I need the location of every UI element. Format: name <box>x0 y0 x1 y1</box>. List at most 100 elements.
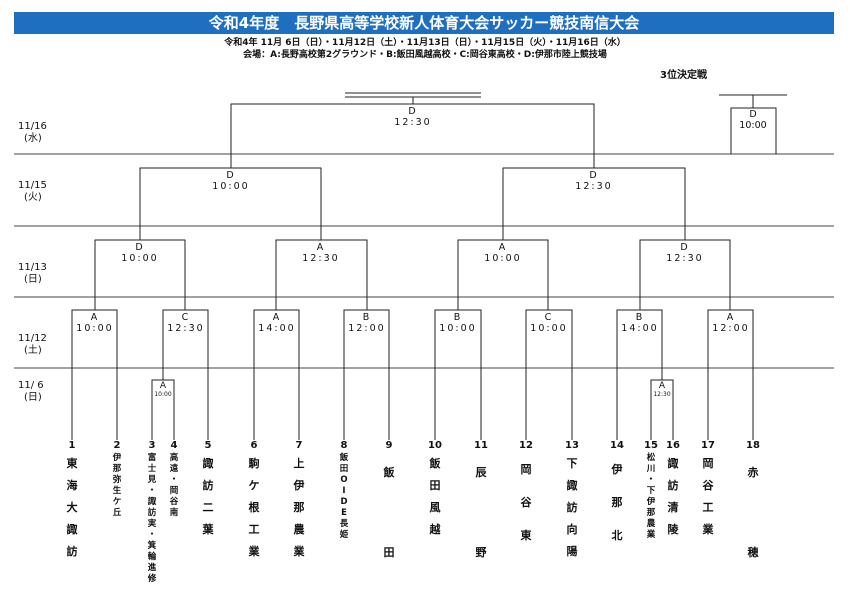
team-seed: 3 <box>148 440 156 451</box>
round-dow: (日) <box>24 392 42 403</box>
round-date: 11/13 <box>18 262 47 273</box>
match-time: 12:30 <box>167 323 205 334</box>
match-r1: B 10:00 <box>428 312 488 334</box>
team-name: 岡谷東 <box>520 463 532 542</box>
semifinal-bracket-left <box>139 167 322 240</box>
round-label-final: 11/16 (水) <box>18 121 47 145</box>
team-seed: 12 <box>519 440 533 451</box>
bracket-lines <box>14 92 834 440</box>
team-seed: 4 <box>170 440 178 451</box>
r1-bracket <box>434 309 482 440</box>
match-time: 10:00 <box>530 323 568 334</box>
match-quarterfinal: A 10:00 <box>473 242 533 264</box>
match-venue: A <box>658 381 666 391</box>
match-r1: B 12:00 <box>337 312 397 334</box>
team-name: 赤穂 <box>747 466 759 559</box>
round-date: 11/16 <box>18 121 47 132</box>
team-seed: 7 <box>295 440 303 451</box>
team-name: 下諏訪向陽 <box>566 457 578 558</box>
team-name: 上伊那農業 <box>293 457 305 558</box>
team-seed: 17 <box>701 440 715 451</box>
match-time: 12:30 <box>653 391 671 398</box>
match-time: 10:00 <box>439 323 477 334</box>
team-seed: 15 <box>644 440 658 451</box>
r1-bracket <box>162 309 209 440</box>
team-name: 飯田風越 <box>429 457 441 536</box>
match-quarterfinal: D 10:00 <box>110 242 170 264</box>
match-time: 10:00 <box>484 253 522 264</box>
page-title: 令和4年度 長野県高等学校新人体育大会サッカー競技南信大会 <box>14 12 834 34</box>
team-seed: 1 <box>68 440 76 451</box>
team-name: 駒ケ根工業 <box>248 457 260 558</box>
match-time: 12:30 <box>666 253 704 264</box>
match-time: 10:00 <box>739 120 767 131</box>
match-venue: B <box>362 312 372 323</box>
team-seed: 8 <box>340 440 348 451</box>
match-time: 10:00 <box>212 181 250 192</box>
match-time: 12:30 <box>575 181 613 192</box>
match-venue: A <box>498 242 508 253</box>
match-time: 12:30 <box>394 117 432 128</box>
match-preliminary: A 10:00 <box>153 381 173 399</box>
match-semifinal: D 12:30 <box>564 170 624 192</box>
match-venue: D <box>680 242 690 253</box>
round-dow: (土) <box>24 345 42 356</box>
match-time: 12:00 <box>348 323 386 334</box>
quarterfinal-bracket <box>94 239 186 310</box>
match-time: 10:00 <box>154 391 172 398</box>
match-preliminary: A 12:30 <box>652 381 672 399</box>
match-r1: A 12:00 <box>701 312 761 334</box>
match-third-place: D 10:00 <box>723 109 783 131</box>
r1-bracket <box>343 309 390 440</box>
team-seed: 5 <box>204 440 212 451</box>
match-venue: D <box>589 170 599 181</box>
match-venue: A <box>316 242 326 253</box>
team-seed: 6 <box>250 440 258 451</box>
match-r1: C 12:30 <box>156 312 216 334</box>
round-dow: (水) <box>24 133 42 144</box>
match-r1: A 14:00 <box>247 312 307 334</box>
r1-bracket <box>707 309 754 440</box>
match-venue: D <box>749 109 757 120</box>
round-label-r1: 11/12 (土) <box>18 333 47 357</box>
round-dow: (日) <box>24 274 42 285</box>
match-venue: D <box>135 242 145 253</box>
round-label-pre: 11/ 6 (日) <box>18 380 44 404</box>
match-venue: A <box>90 312 100 323</box>
quarterfinal-bracket <box>457 239 549 310</box>
team-seed: 13 <box>565 440 579 451</box>
team-name: 諏訪清陵 <box>667 457 679 536</box>
team-seed: 10 <box>428 440 442 451</box>
final-bracket <box>230 103 595 168</box>
match-time: 14:00 <box>258 323 296 334</box>
match-quarterfinal: D 12:30 <box>655 242 715 264</box>
team-name: 辰野 <box>475 466 487 559</box>
third-place-label: 3位決定戦 <box>660 70 707 81</box>
team-name: 諏訪二葉 <box>202 457 214 536</box>
team-seed: 2 <box>113 440 121 451</box>
match-final: D 12:30 <box>383 106 443 128</box>
team-name: 高遠・岡谷南 <box>169 453 179 518</box>
match-r1: B 14:00 <box>610 312 670 334</box>
match-venue: B <box>453 312 463 323</box>
team-seed: 14 <box>610 440 624 451</box>
match-time: 12:00 <box>712 323 750 334</box>
schedule-line: 令和4年 11月 6日（日）・11月12日（土）・11月13日（日）・11月15… <box>224 38 626 48</box>
team-seed: 18 <box>746 440 760 451</box>
r1-bracket <box>253 309 300 440</box>
quarterfinal-bracket <box>275 239 368 310</box>
match-venue: C <box>544 312 554 323</box>
round-label-quarterfinal: 11/13 (日) <box>18 262 47 286</box>
match-time: 14:00 <box>621 323 659 334</box>
match-venue: A <box>726 312 736 323</box>
round-dow: (火) <box>24 192 42 203</box>
match-time: 10:00 <box>76 323 114 334</box>
match-r1: A 10:00 <box>65 312 125 334</box>
quarterfinal-bracket <box>639 239 731 310</box>
match-quarterfinal: A 12:30 <box>291 242 351 264</box>
pre-bracket <box>650 379 674 440</box>
match-time: 12:30 <box>302 253 340 264</box>
match-semifinal: D 10:00 <box>201 170 261 192</box>
match-venue: D <box>408 106 418 117</box>
team-name: 松川・下伊那農業 <box>646 453 656 540</box>
